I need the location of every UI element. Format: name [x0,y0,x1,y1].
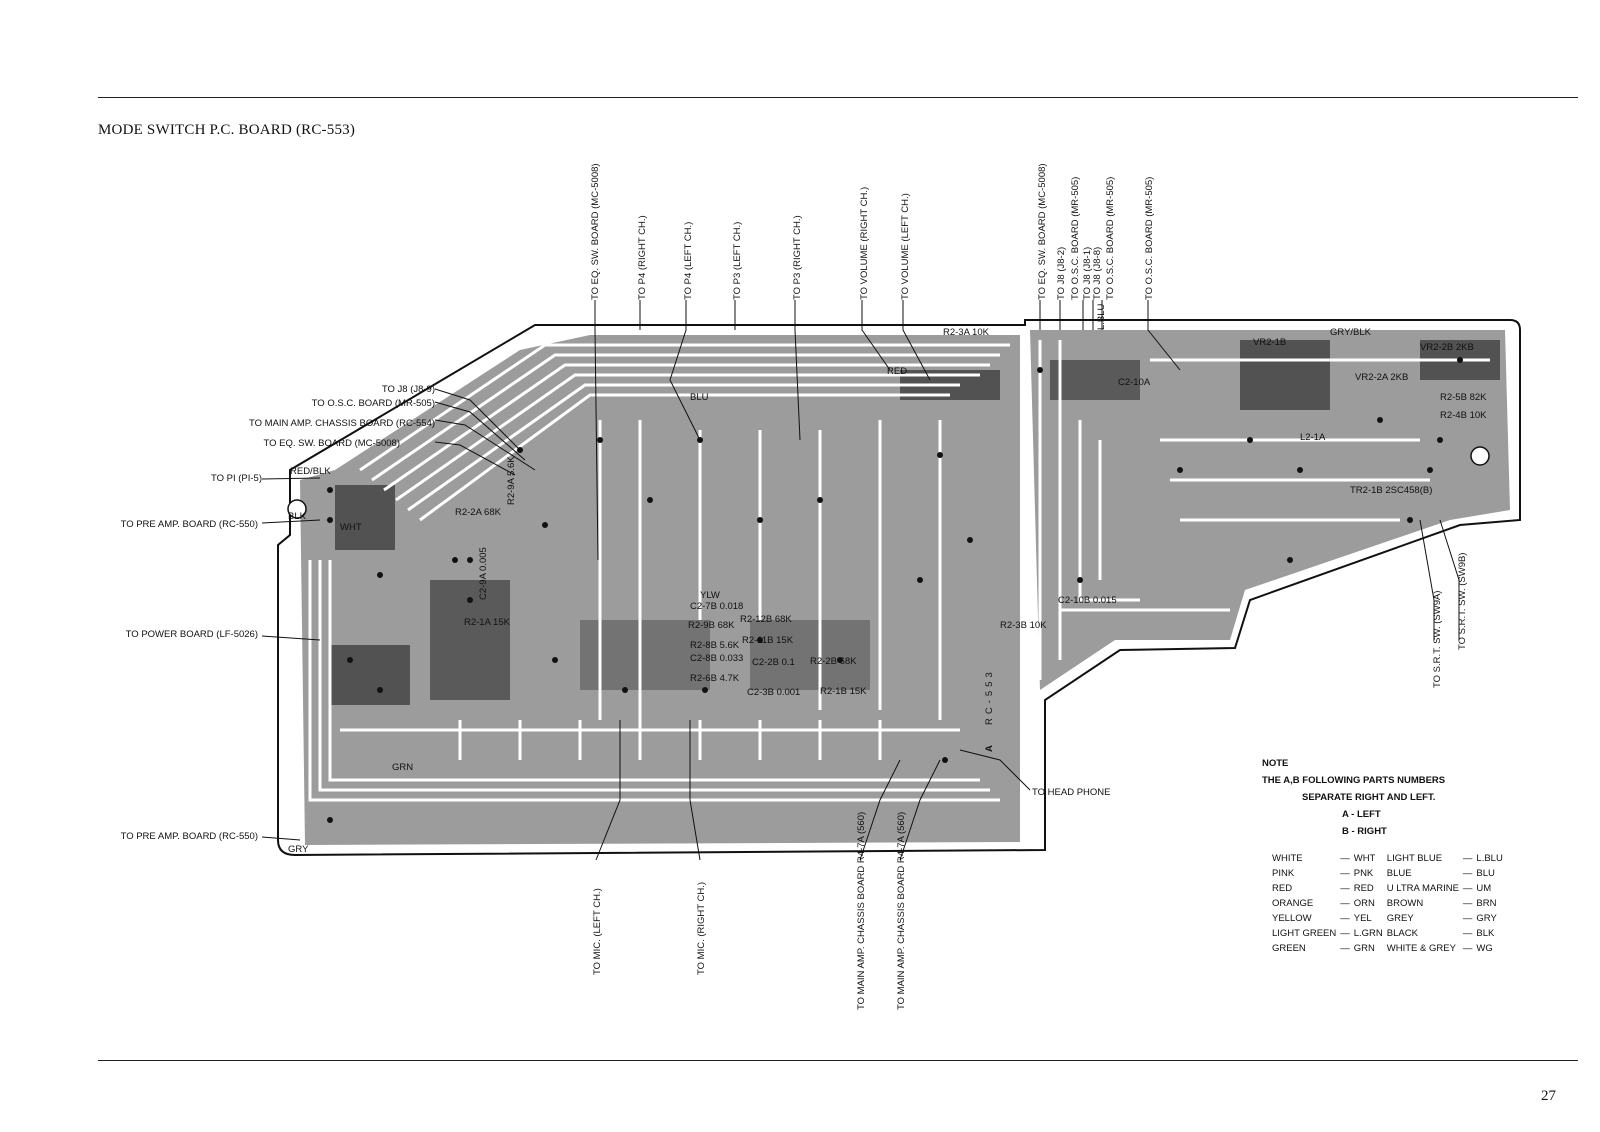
pcb-traces [308,340,1490,802]
component-label: C2-8B 0.033 [690,653,743,664]
component-label: R2-2B 68K [810,656,857,667]
component-label: R2-3A 10K [943,327,990,338]
label-to-j8-9: TO J8 (J8-9) [382,384,435,395]
wire-tag: BLK [288,511,307,522]
label-top-p4-left: TO P4 (LEFT CH.) [683,222,694,300]
label-top-eq-sw-board: TO EQ. SW. BOARD (MC-5008) [590,163,601,300]
label-top-p3-left: TO P3 (LEFT CH.) [732,222,743,300]
top-connector-labels: TO EQ. SW. BOARD (MC-5008) TO P4 (RIGHT … [590,163,1155,300]
mounting-holes [287,446,1490,519]
component-label: C2-9A 0.005 [478,547,489,600]
component-label: R2-3B 10K [1000,620,1047,631]
label-top-j8-1: TO J8 (J8-1) [1082,247,1093,300]
label-top-osc-board-1: TO O.S.C. BOARD (MR-505) [1070,177,1081,300]
component-label: C2-10B 0.015 [1058,595,1117,606]
parts-note: NOTE THE A,B FOLLOWING PARTS NUMBERS SEP… [1262,755,1522,840]
component-label: C2-3B 0.001 [747,687,800,698]
component-label: R2-2A 68K [455,507,502,518]
note-line-1: THE A,B FOLLOWING PARTS NUMBERS [1262,775,1446,786]
label-to-srt-sw9a: TO S.R.T. SW. (SW9A) [1432,591,1443,688]
wire-tag: L.BLU [1096,303,1107,330]
label-to-mic-right: TO MIC. (RIGHT CH.) [696,882,707,975]
component-label: R2-9A 5.6K [506,456,517,505]
left-connector-labels: TO J8 (J8-9) TO O.S.C. BOARD (MR-505) TO… [121,384,435,842]
label-to-mic-left: TO MIC. (LEFT CH.) [592,888,603,975]
component-label: L2-1A [1300,432,1326,443]
wire-color-tags: RED/BLK BLK WHT GRY YLW BLU RED GRN GRY/… [288,303,1372,855]
wire-tag: GRN [392,762,413,773]
label-top-volume-right: TO VOLUME (RIGHT CH.) [859,187,870,300]
page-title: MODE SWITCH P.C. BOARD (RC-553) [98,122,356,138]
wire-leaders [261,300,1460,861]
component-label: C2-10A [1118,377,1151,388]
wire-tag: GRY [288,844,309,855]
right-connector-labels: TO HEAD PHONE TO S.R.T. SW. (SW9A) TO S.… [1032,553,1468,798]
label-top-osc-board-2: TO O.S.C. BOARD (MR-505) [1105,177,1116,300]
label-top-j8-2: TO J8 (J8-2) [1056,247,1067,300]
wire-tag: YLW [700,590,720,601]
component-label: R2-8B 5.6K [690,640,740,651]
label-to-power-board: TO POWER BOARD (LF-5026) [126,629,258,640]
note-line-3: A - LEFT [1342,809,1381,820]
label-to-pre-amp-board-lower: TO PRE AMP. BOARD (RC-550) [121,831,258,842]
top-rule [98,97,1578,98]
page-number: 27 [1541,1088,1556,1104]
wire-tag: RED/BLK [290,466,331,477]
component-label: VR2-2B 2KB [1420,342,1474,353]
component-label: R2-9B 68K [688,620,735,631]
solder-pads [327,357,1463,823]
component-label: R2-6B 4.7K [690,673,740,684]
label-to-main-amp-chassis-2: TO MAIN AMP. CHASSIS BOARD R4-7A (560) [896,812,907,1010]
note-line-4: B - RIGHT [1342,826,1387,837]
label-top-p4-right: TO P4 (RIGHT CH.) [637,215,648,300]
component-label: VR2-2A 2KB [1355,372,1408,383]
bottom-connector-labels: TO MIC. (LEFT CH.) TO MIC. (RIGHT CH.) T… [592,812,907,1010]
label-to-srt-sw9b: TO S.R.T. SW. (SW9B) [1457,553,1468,650]
component-label: R2-5B 82K [1440,392,1487,403]
label-to-eq-sw-board-left: TO EQ. SW. BOARD (MC-5008) [263,438,400,449]
component-label: R2-12B 68K [740,614,792,625]
component-label: R2-11B 15K [742,635,794,646]
label-to-main-amp-chassis-1: TO MAIN AMP. CHASSIS BOARD R4-7A (560) [856,812,867,1010]
label-top-volume-left: TO VOLUME (LEFT CH.) [900,193,911,300]
label-to-osc-board-mr505: TO O.S.C. BOARD (MR-505) [312,398,435,409]
component-label: TR2-1B 2SC458(B) [1350,485,1432,496]
note-line-2: SEPARATE RIGHT AND LEFT. [1302,792,1436,803]
board-logo: A [984,745,995,752]
wire-tag: RED [887,366,907,377]
wire-tag: BLU [690,392,709,403]
component-label: VR2-1B [1253,337,1286,348]
label-top-p3-right: TO P3 (RIGHT CH.) [792,215,803,300]
wire-tag: WHT [340,522,362,533]
label-top-j8-8: TO J8 (J8-8) [1092,247,1103,300]
component-labels: R2-3A 10K R2-3B 10K C2-10A C2-10B 0.015 … [455,327,1487,698]
component-label: R2-4B 10K [1440,410,1487,421]
component-label: R2-1A 15K [464,617,511,628]
label-to-head-phone: TO HEAD PHONE [1032,787,1110,798]
component-label: C2-7B 0.018 [690,601,743,612]
label-top-osc-board-3: TO O.S.C. BOARD (MR-505) [1144,177,1155,300]
bottom-rule [98,1060,1578,1061]
label-to-pre-amp-board-upper: TO PRE AMP. BOARD (RC-550) [121,519,258,530]
label-to-pi5: TO PI (PI-5) [211,473,262,484]
note-heading: NOTE [1262,758,1289,769]
label-top-eq-sw-board-right: TO EQ. SW. BOARD (MC-5008) [1037,163,1048,300]
label-to-main-amp-rc554: TO MAIN AMP. CHASSIS BOARD (RC-554) [249,418,435,429]
component-label: R2-1B 15K [820,686,867,697]
component-label: C2-2B 0.1 [752,657,795,668]
board-silkscreen: RC-553 [984,668,995,725]
wire-tag: GRY/BLK [1330,327,1372,338]
